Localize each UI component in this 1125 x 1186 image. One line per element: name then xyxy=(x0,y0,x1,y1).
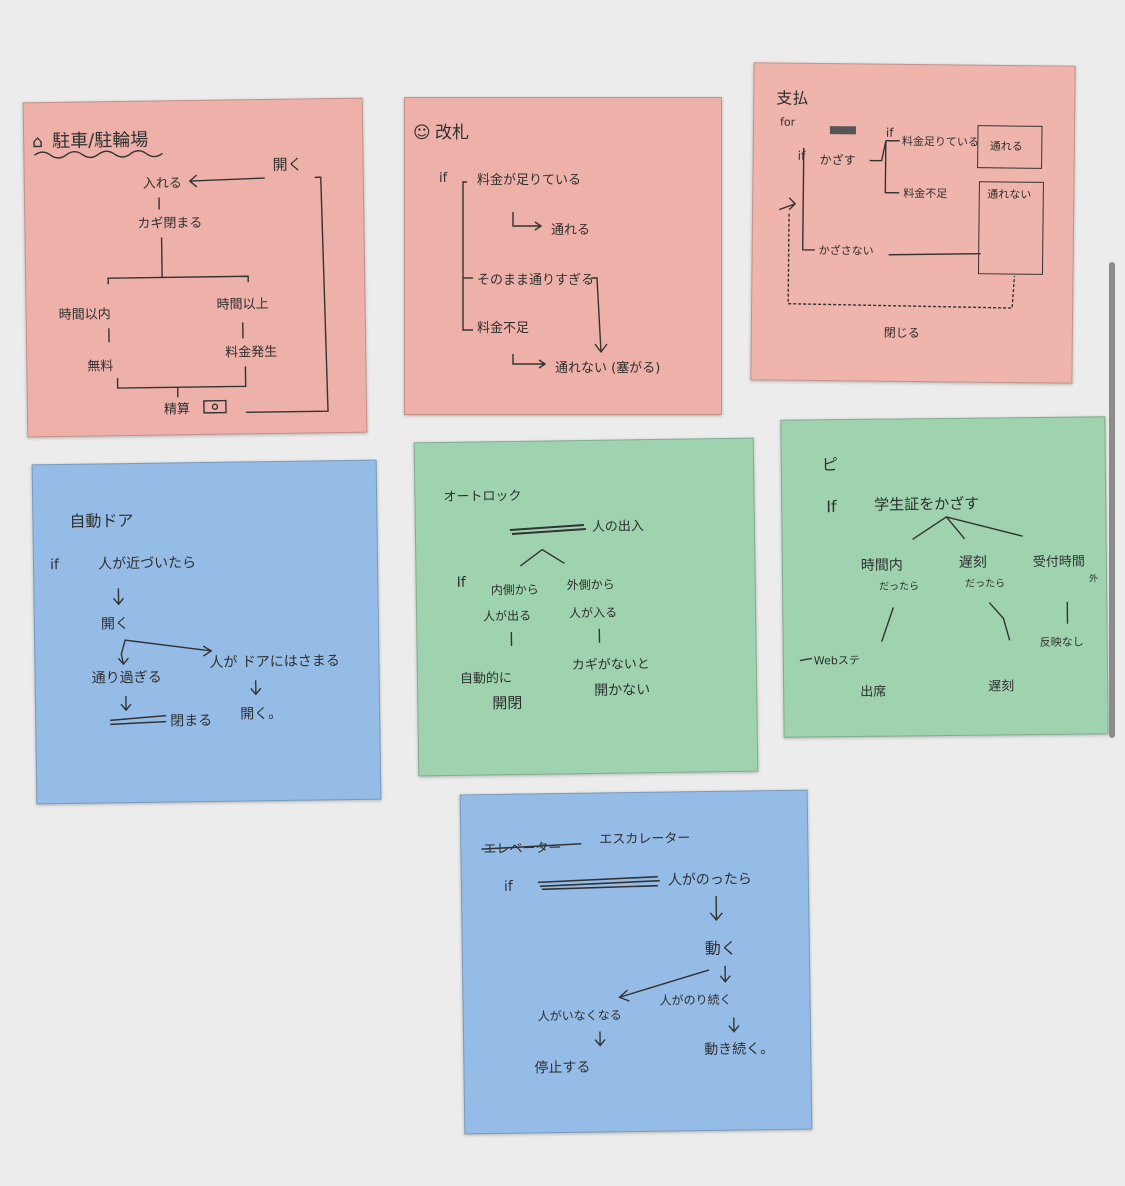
card-reader-icon xyxy=(203,399,227,414)
ticket-nopass: 通れない (塞がる) xyxy=(555,360,660,376)
escalator-move: 動く xyxy=(705,939,737,958)
parking-title: 駐車/駐輪場 xyxy=(52,130,148,152)
card-if: If xyxy=(826,497,837,516)
struck-text xyxy=(829,126,857,135)
title-underline xyxy=(33,150,163,159)
node-within: 時間以内 xyxy=(59,306,111,323)
pay-closed: 閉じる xyxy=(884,326,920,340)
strikethrough-title xyxy=(481,843,582,850)
autolock-person-out: 人が入る xyxy=(569,605,617,621)
escalator-if: if xyxy=(504,879,514,895)
sticky-note-student-card[interactable]: ピ If 学生証をかざす 時間内 だったら 遅刻 だったら 受付時間 外 Web… xyxy=(780,416,1109,738)
card-late-sub: だったら xyxy=(965,577,1005,589)
autodoor-title: 自動ドア xyxy=(69,511,133,531)
pay-touch: かざす xyxy=(820,152,856,167)
pay-notouch: かざさない xyxy=(819,243,874,258)
pay-short: 料金不足 xyxy=(903,186,947,200)
vertical-scrollbar[interactable] xyxy=(1109,262,1115,738)
strikethrough xyxy=(537,875,660,891)
escalator-keep: 人がのり続く xyxy=(659,992,731,1008)
card-title: ピ xyxy=(822,455,838,474)
node-over: 時間以上 xyxy=(216,297,268,313)
card-late: 遅刻 xyxy=(959,555,987,571)
card-diagram: ピ If 学生証をかざす 時間内 だったら 遅刻 だったら 受付時間 外 Web… xyxy=(799,455,1098,700)
card-cond: 学生証をかざす xyxy=(874,495,979,514)
escalator-gone: 人がいなくなる xyxy=(538,1007,622,1023)
autodoor-if: if xyxy=(50,557,60,573)
pay-passable: 通れる xyxy=(990,140,1023,153)
return-line xyxy=(246,176,329,414)
node-pay: 精算 xyxy=(164,402,190,417)
escalator-diagram: エレベーター エスカレーター if 人がのったら 動く 人がいなくなる 人がのり… xyxy=(481,831,774,1077)
card-in-time-sub: だったら xyxy=(879,580,919,592)
autolock-open: 開閉 xyxy=(492,694,522,712)
autolock-io: 人の出入 xyxy=(592,519,644,535)
ticket-pass: 通れる xyxy=(551,223,590,238)
ticket-if: if xyxy=(439,171,448,186)
ticket-cond3: 料金不足 xyxy=(477,320,529,336)
node-open: 開く xyxy=(272,155,302,173)
ticket-icon: ☺ xyxy=(413,123,431,143)
card-late2: 遅刻 xyxy=(988,679,1014,694)
parking-icon: ⌂ xyxy=(32,132,43,152)
escalator-struck-title: エレベーター xyxy=(483,841,561,857)
strikethrough xyxy=(110,714,167,726)
autodoor-open: 開く xyxy=(101,616,129,632)
sticky-note-parking[interactable]: ⌂ 駐車/駐輪場 開く 入れる カギ閉まる 時間以内 時間以上 無料 料金発生 … xyxy=(22,97,368,438)
autodoor-diagram: 自動ドア if 人が近づいたら 開く 通り過ぎる 人が ドアにはさまる 閉まる … xyxy=(50,511,340,730)
autolock-inside: 内側から xyxy=(491,583,539,598)
card-reception-sub: 外 xyxy=(1089,572,1098,584)
autolock-if: If xyxy=(457,575,467,591)
autodoor-cond: 人が近づいたら xyxy=(98,555,196,572)
sticky-note-payment[interactable]: 支払 for if if かざす 料金足りている 通れる 料金不足 通れない か… xyxy=(750,62,1076,384)
autodoor-pass: 通り過ぎる xyxy=(92,670,162,687)
card-attend: 出席 xyxy=(860,684,886,700)
pay-enough: 料金足りている xyxy=(902,134,979,149)
ticket-cond1: 料金が足りている xyxy=(477,172,581,188)
pay-impassable: 通れない xyxy=(987,188,1031,201)
pay-if2: if xyxy=(886,126,894,140)
autolock-diagram: オートロック 人の出入 If 内側から 外側から 人が出る 人が入る 自動的に … xyxy=(443,489,650,712)
pay-if1: if xyxy=(798,149,806,163)
parking-diagram: ⌂ 駐車/駐輪場 開く 入れる カギ閉まる 時間以内 時間以上 無料 料金発生 … xyxy=(32,130,329,417)
sticky-note-ticket-gate[interactable]: ☺ 改札 if 料金が足りている 通れる そのまま通りすぎる 料金不足 通れない… xyxy=(404,97,722,415)
escalator-title: エスカレーター xyxy=(599,831,690,847)
node-lock: カギ閉まる xyxy=(137,216,202,232)
sticky-note-auto-lock[interactable]: オートロック 人の出入 If 内側から 外側から 人が出る 人が入る 自動的に … xyxy=(413,437,759,777)
autodoor-close: 閉まる xyxy=(170,713,212,730)
arrow-to-in xyxy=(188,174,265,188)
sticky-note-escalator[interactable]: エレベーター エスカレーター if 人がのったら 動く 人がいなくなる 人がのり… xyxy=(459,789,813,1135)
card-web: Webステ xyxy=(814,654,860,667)
autodoor-stuck: 人が ドアにはさまる xyxy=(209,653,340,671)
node-in: 入れる xyxy=(143,176,182,192)
node-free: 無料 xyxy=(87,359,113,374)
escalator-stop: 停止する xyxy=(534,1059,590,1077)
autolock-nokey: カギがないと xyxy=(572,657,650,673)
autolock-closed: 開かない xyxy=(594,682,650,699)
autodoor-open2: 開く。 xyxy=(240,706,282,723)
strikethrough xyxy=(509,524,586,536)
pay-title: 支払 xyxy=(776,89,808,108)
node-fee: 料金発生 xyxy=(225,344,277,361)
autolock-auto: 自動的に xyxy=(460,670,512,687)
autolock-outside: 外側から xyxy=(567,578,615,593)
card-in-time: 時間内 xyxy=(861,557,903,573)
sticky-note-auto-door[interactable]: 自動ドア if 人が近づいたら 開く 通り過ぎる 人が ドアにはさまる 閉まる … xyxy=(31,459,382,805)
escalator-keep-moving: 動き続く。 xyxy=(704,1040,774,1058)
payment-diagram: 支払 for if if かざす 料金足りている 通れる 料金不足 通れない か… xyxy=(776,89,1044,340)
card-no-reaction: 反映なし xyxy=(1040,636,1084,649)
ticket-cond2: そのまま通りすぎる xyxy=(477,273,594,288)
pay-for: for xyxy=(780,116,796,129)
autolock-title: オートロック xyxy=(443,489,521,505)
card-reception: 受付時間 xyxy=(1033,555,1085,571)
ticket-diagram: ☺ 改札 if 料金が足りている 通れる そのまま通りすぎる 料金不足 通れない… xyxy=(413,123,660,376)
ticket-title: 改札 xyxy=(435,123,469,143)
escalator-cond: 人がのったら xyxy=(668,871,752,888)
autolock-person-in: 人が出る xyxy=(483,608,531,624)
